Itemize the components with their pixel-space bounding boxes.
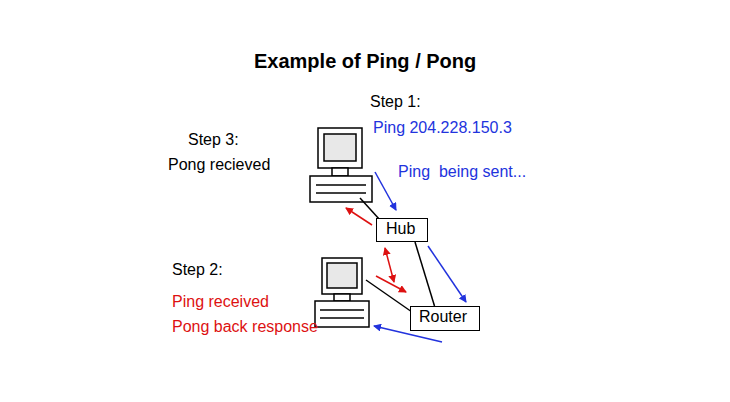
step-label: Step 2: <box>172 261 223 279</box>
network-wire <box>360 198 380 220</box>
network-device-box: Router <box>410 306 480 331</box>
network-wire <box>366 280 412 312</box>
connector <box>428 246 466 302</box>
pong-arrow <box>346 208 372 225</box>
diagram-title: Example of Ping / Pong <box>254 50 476 73</box>
step-label: Step 3: <box>188 131 239 149</box>
step-label: Ping received <box>172 293 269 311</box>
step-label: Pong recieved <box>168 156 270 174</box>
device-name: Hub <box>386 220 427 238</box>
step-label: Pong back response <box>172 318 318 336</box>
device-name: Router <box>419 308 479 326</box>
pong-arrow <box>376 276 406 292</box>
network-device-box: Hub <box>376 218 428 242</box>
step-label: Ping being sent... <box>398 163 526 181</box>
step-label: Step 1: <box>370 93 421 111</box>
ping-arrow <box>375 172 396 210</box>
computer-icon <box>315 258 369 327</box>
pong-arrow <box>385 248 394 282</box>
computer-icon <box>310 128 372 202</box>
step-label: Ping 204.228.150.3 <box>373 119 512 137</box>
